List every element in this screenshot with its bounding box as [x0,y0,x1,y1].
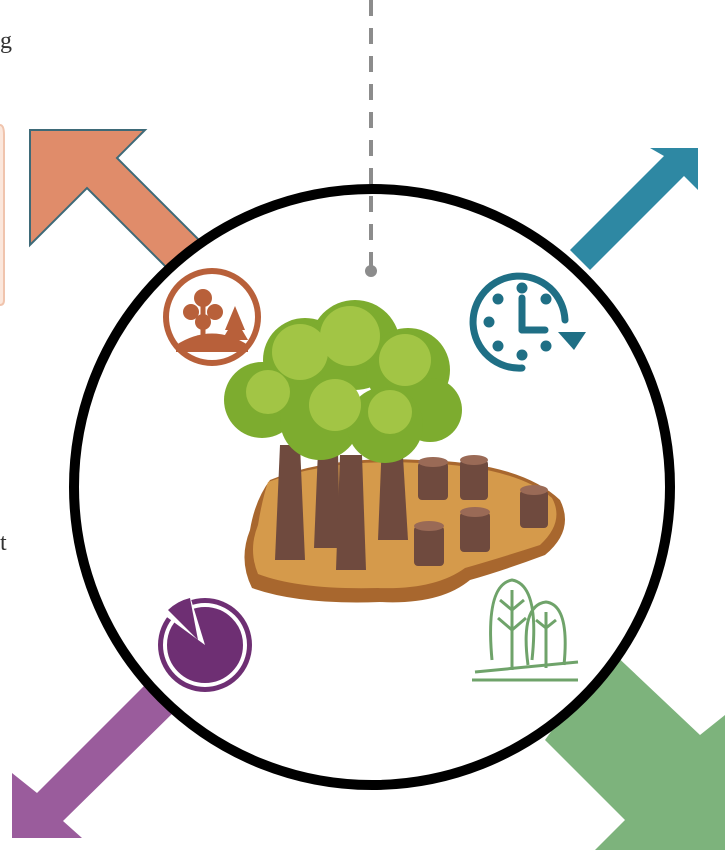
trees-outline-icon [472,578,579,682]
text-fragment-mid-left: t [0,530,7,556]
clock-icon [469,272,586,372]
connector-dot [365,265,377,277]
deforestation-illustration [224,300,565,603]
forest-badge-icon [163,268,261,366]
arrow-bottom-left [12,680,178,838]
left-edge-box [0,124,5,306]
arrow-bottom-right [545,650,725,850]
text-fragment-top-left: g [0,28,12,54]
pie-chart-icon [158,596,252,692]
arrow-top-right [570,148,698,270]
